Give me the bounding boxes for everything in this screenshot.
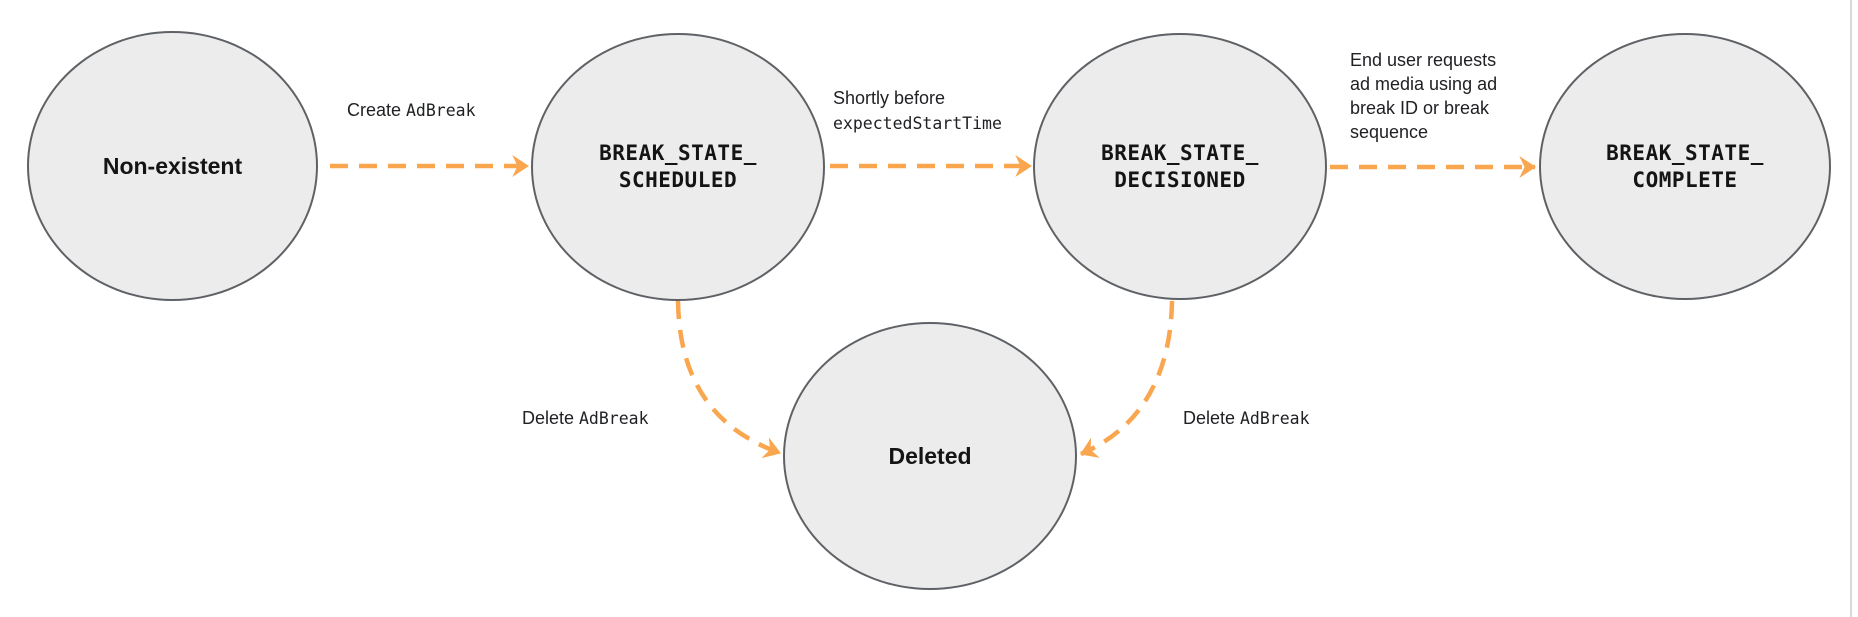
state-node-deleted: Deleted [783, 322, 1077, 590]
state-label: BREAK_STATE_ COMPLETE [1606, 140, 1764, 192]
state-node-break-state-scheduled: BREAK_STATE_ SCHEDULED [531, 33, 825, 301]
state-label: Deleted [888, 443, 972, 469]
state-label: BREAK_STATE_ SCHEDULED [599, 141, 757, 192]
state-node-non-existent: Non-existent [27, 31, 318, 301]
state-label: BREAK_STATE_ DECISIONED [1101, 140, 1259, 192]
transition-label-end-user-requests: End user requests ad media using ad brea… [1350, 50, 1498, 142]
state-node-break-state-complete: BREAK_STATE_ COMPLETE [1539, 33, 1831, 300]
transition-label-shortly-before: Shortly before expectedStartTime [833, 88, 1002, 133]
state-label: Non-existent [102, 153, 243, 179]
page-edge-line [1850, 0, 1852, 617]
state-node-break-state-decisioned: BREAK_STATE_ DECISIONED [1033, 33, 1327, 300]
transition-arrow-delete-from-decisioned [1080, 300, 1175, 458]
transition-arrow-delete-from-scheduled [675, 300, 781, 459]
